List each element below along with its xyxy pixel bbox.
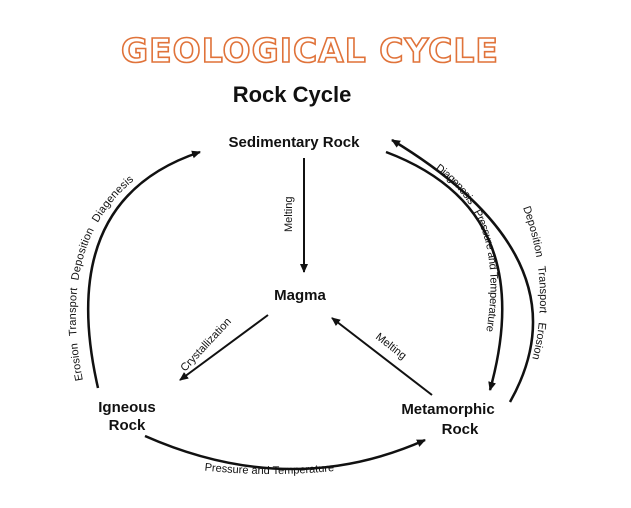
node-metamorphic-rock-line2: Rock (442, 421, 479, 438)
label-melting-top: Melting (283, 197, 295, 232)
diagram-title: Rock Cycle (233, 82, 352, 107)
label-right-inner: Diagenesis Pressure and Temperature (433, 162, 499, 333)
label-deposition-left: Deposition (69, 226, 96, 281)
label-left-arc: Erosion Transport Deposition Diagenesis (67, 173, 137, 382)
node-igneous-rock-line1: Igneous (98, 399, 156, 416)
label-melting-right: Melting (373, 331, 408, 362)
node-sedimentary-rock: Sedimentary Rock (229, 134, 361, 151)
label-right-outer: Deposition Transport Erosion (520, 205, 549, 361)
arrow-igneous-to-metamorphic (144, 434, 426, 471)
label-pressure-temperature-bottom: Pressure and Temperature (204, 462, 335, 477)
label-crystallization: Crystallization (178, 316, 233, 374)
arrow-metamorphic-to-magma (331, 317, 433, 396)
label-transport-right: Transport (535, 265, 549, 313)
label-erosion-left: Erosion (68, 343, 86, 382)
label-deposition-right: Deposition (520, 205, 545, 259)
node-igneous-rock-line2: Rock (109, 417, 146, 434)
slide-title: GEOLOGICAL CYCLE (121, 31, 499, 70)
arrow-magma-to-igneous (179, 314, 269, 381)
label-transport-left: Transport (67, 287, 80, 336)
arrow-igneous-to-sedimentary (86, 150, 201, 389)
label-diagenesis-left: Diagenesis (90, 173, 136, 224)
arrow-metamorphic-to-sedimentary (391, 138, 535, 403)
arrow-sedimentary-to-metamorphic (385, 150, 504, 391)
node-metamorphic-rock-line1: Metamorphic (401, 401, 494, 418)
node-magma: Magma (274, 287, 326, 304)
